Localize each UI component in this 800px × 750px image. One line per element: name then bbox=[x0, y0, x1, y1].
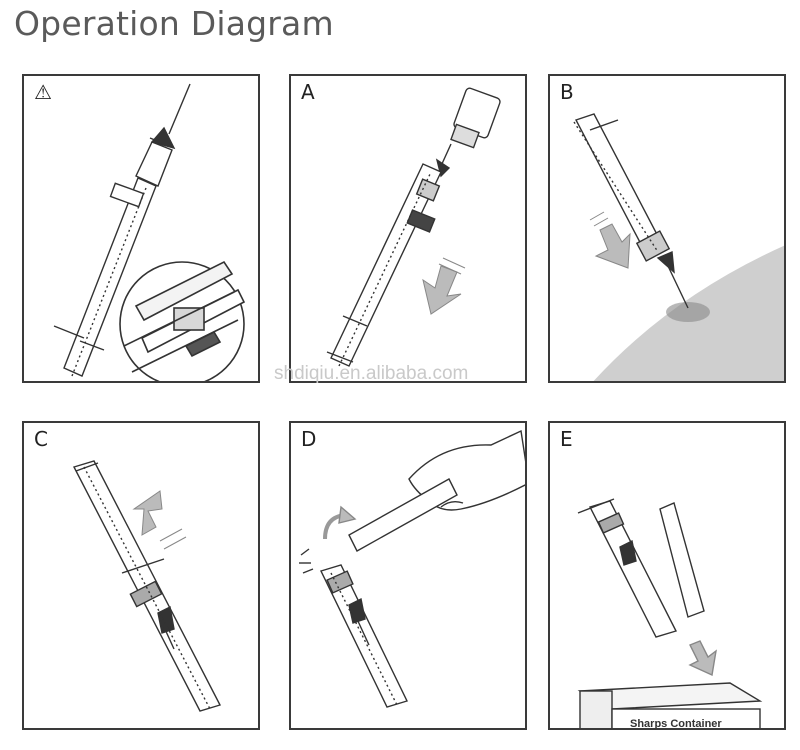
watermark: shdiqiu.en.alibaba.com bbox=[274, 363, 469, 384]
panel-d: D bbox=[289, 421, 527, 730]
step-d-illustration bbox=[299, 429, 525, 708]
panel-a: A bbox=[289, 74, 527, 383]
panel-label-c: C bbox=[34, 427, 48, 451]
warning-icon: ⚠ bbox=[34, 80, 52, 104]
panel-label-b: B bbox=[560, 80, 574, 104]
step-c-illustration bbox=[72, 460, 222, 712]
panel-label-e: E bbox=[560, 427, 573, 451]
step-e-illustration: Sharps Container bbox=[577, 498, 763, 730]
panel-label-a: A bbox=[301, 80, 315, 104]
page-title: Operation Diagram bbox=[14, 4, 334, 43]
panel-label-d: D bbox=[301, 427, 317, 451]
warning-illustration bbox=[53, 83, 246, 381]
sharps-container-label: Sharps Container bbox=[630, 718, 722, 730]
panel-b: B bbox=[548, 74, 786, 383]
step-a-illustration bbox=[326, 87, 501, 367]
panel-e: Sharps Container E bbox=[548, 421, 786, 730]
panel-warning: ⚠ bbox=[22, 74, 260, 383]
panel-c: C bbox=[22, 421, 260, 730]
step-b-illustration bbox=[573, 113, 784, 381]
